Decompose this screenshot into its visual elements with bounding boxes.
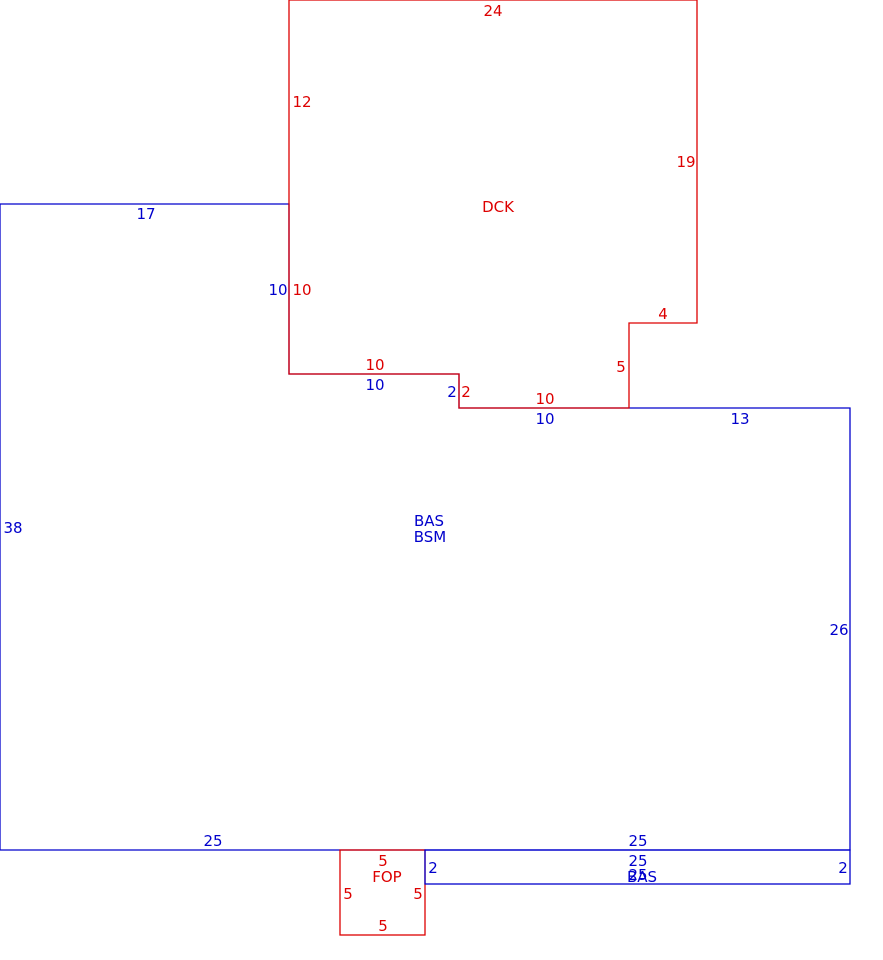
- deck-dim-bottom-right: 10: [535, 390, 554, 408]
- main-dim-notch-bottom: 10: [535, 410, 554, 428]
- porch-dim-bottom: 5: [378, 917, 388, 935]
- main-area-code-2: BSM: [414, 528, 447, 546]
- addition-area-code: BAS: [627, 868, 657, 886]
- main-dim-left: 38: [3, 519, 22, 537]
- addition-dim-bottom: 25: [628, 866, 647, 884]
- deck-dim-right: 19: [676, 153, 695, 171]
- main-dim-notch-top: 10: [365, 376, 384, 394]
- porch-outline: [339, 849, 426, 936]
- deck-dim-step-top: 4: [658, 305, 668, 323]
- deck-dim-step-side: 5: [616, 358, 626, 376]
- deck-dim-left-lower: 10: [292, 281, 311, 299]
- deck-dim-top: 24: [483, 2, 502, 20]
- main-area-code-1: BAS: [414, 512, 444, 530]
- deck-area-code: DCK: [482, 198, 515, 216]
- addition-dim-top: 25: [628, 852, 647, 870]
- main-dim-bottom-right: 25: [628, 832, 647, 850]
- main-dim-bottom-left: 25: [203, 832, 222, 850]
- main-dim-top-right: 13: [730, 410, 749, 428]
- deck-dim-left-upper: 12: [292, 93, 311, 111]
- deck-dim-bottom-left: 10: [365, 356, 384, 374]
- deck-outline: [288, 0, 698, 409]
- deck-dim-bottom-step: 2: [461, 383, 471, 401]
- porch-dim-left: 5: [343, 885, 353, 903]
- addition-dim-left: 2: [428, 859, 438, 877]
- main-dim-notch-step: 2: [447, 383, 457, 401]
- porch-area-code: FOP: [372, 868, 401, 886]
- main-dim-right: 26: [829, 621, 848, 639]
- addition-dim-right: 2: [838, 859, 848, 877]
- main-dim-top-left: 17: [136, 205, 155, 223]
- main-dim-notch-left: 10: [268, 281, 287, 299]
- porch-dim-right: 5: [413, 885, 423, 903]
- addition-outline: [424, 849, 851, 885]
- porch-dim-top: 5: [378, 852, 388, 870]
